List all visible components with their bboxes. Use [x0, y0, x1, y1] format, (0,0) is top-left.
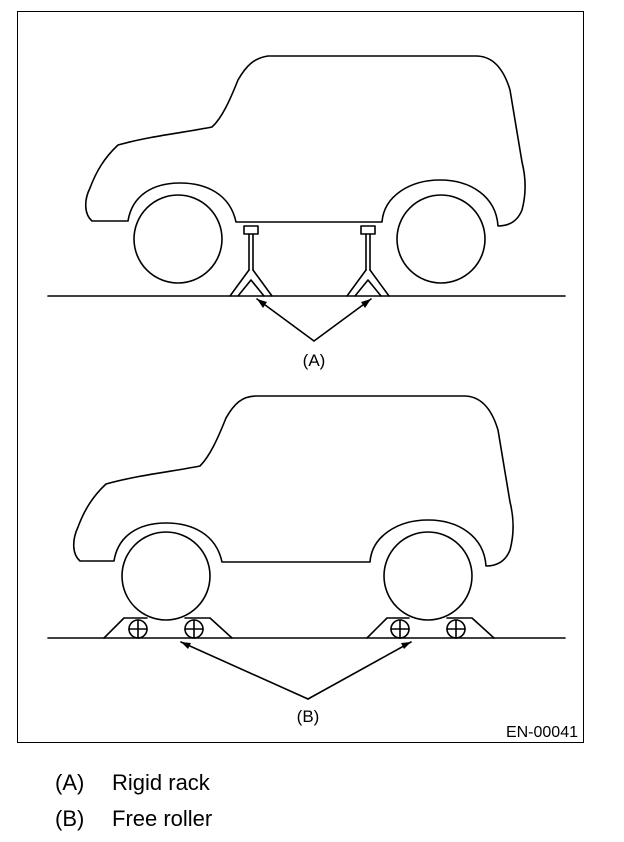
- bottom-car: [72, 395, 514, 621]
- legend-key: (B): [55, 806, 85, 831]
- legend-item-free-roller: (B) Free roller: [55, 806, 455, 842]
- legend-label: Free roller: [112, 806, 213, 831]
- bottom-front-wheel: [121, 531, 211, 621]
- rigid-rack-right: [346, 225, 390, 297]
- top-car-body: [84, 55, 526, 227]
- callout-a-arrows: [256, 298, 372, 342]
- free-roller: [446, 619, 466, 639]
- legend: (A) Rigid rack (B) Free roller: [55, 770, 455, 842]
- bottom-rear-wheel: [383, 531, 473, 621]
- free-roller: [390, 619, 410, 639]
- legend-key: (A): [55, 770, 85, 795]
- diagram-illustration: (A) (B) EN-00041: [47, 55, 578, 741]
- free-roller-unit-left: [103, 617, 233, 639]
- free-roller-unit-right: [366, 617, 495, 639]
- free-roller: [184, 619, 204, 639]
- diagram-frame: [17, 11, 584, 743]
- rigid-rack-left: [229, 225, 273, 297]
- callout-b-label: (B): [297, 707, 320, 726]
- top-car: [84, 55, 526, 284]
- legend-item-rigid-rack: (A) Rigid rack: [55, 770, 455, 806]
- figure-id-label: EN-00041: [506, 724, 578, 741]
- legend-label: Rigid rack: [112, 770, 210, 795]
- arrowhead: [181, 642, 191, 649]
- callout-a-label: (A): [303, 351, 326, 370]
- free-roller: [128, 619, 148, 639]
- callout-b-arrows: [180, 641, 412, 700]
- arrowhead: [401, 642, 411, 649]
- arrowhead: [257, 299, 267, 308]
- arrowhead: [361, 299, 371, 308]
- bottom-car-body: [72, 395, 514, 567]
- top-front-wheel: [133, 194, 223, 284]
- top-rear-wheel: [396, 194, 486, 284]
